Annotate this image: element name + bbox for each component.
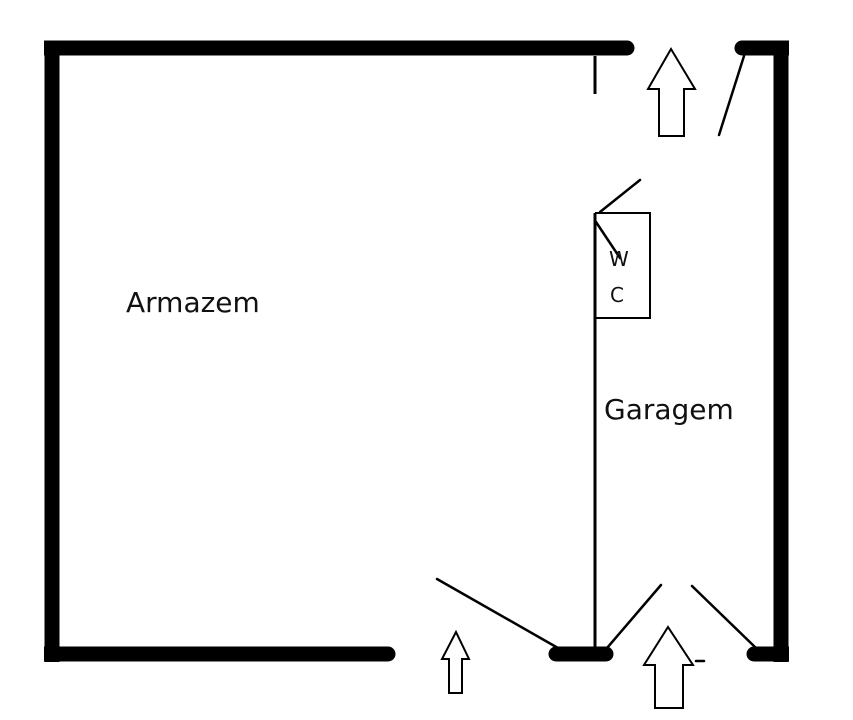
room-label-storage: Armazem	[126, 286, 260, 319]
room-label-garage: Garagem	[604, 393, 734, 426]
wall-end-bottom-left	[380, 646, 396, 662]
entrance-arrows	[440, 47, 697, 709]
room-label-wc-line2: C	[610, 283, 624, 307]
arrow-up-icon	[440, 629, 471, 694]
wall-ends	[380, 40, 762, 662]
door-interior-upper	[598, 178, 642, 214]
door-garage-right-leaf	[690, 584, 758, 650]
wc-enclosure	[595, 212, 651, 319]
door-wc	[594, 220, 622, 260]
wall-end-bottom-mid-left	[548, 646, 564, 662]
wall-end-bottom-mid-right	[598, 646, 614, 662]
wall-end-top-right	[734, 40, 750, 56]
door-storage-bottom	[435, 577, 560, 650]
door-garage-left-leaf	[605, 583, 663, 650]
arrow-up-icon	[642, 625, 695, 709]
room-label-wc-line1: W	[609, 247, 629, 271]
outer-walls	[44, 40, 789, 662]
wc-box	[595, 212, 651, 319]
wall-end-top-left	[619, 40, 635, 56]
door-top-right	[717, 54, 746, 137]
door-swings	[435, 54, 758, 663]
arrow-up-icon	[646, 47, 697, 137]
wall-end-bottom-right	[746, 646, 762, 662]
